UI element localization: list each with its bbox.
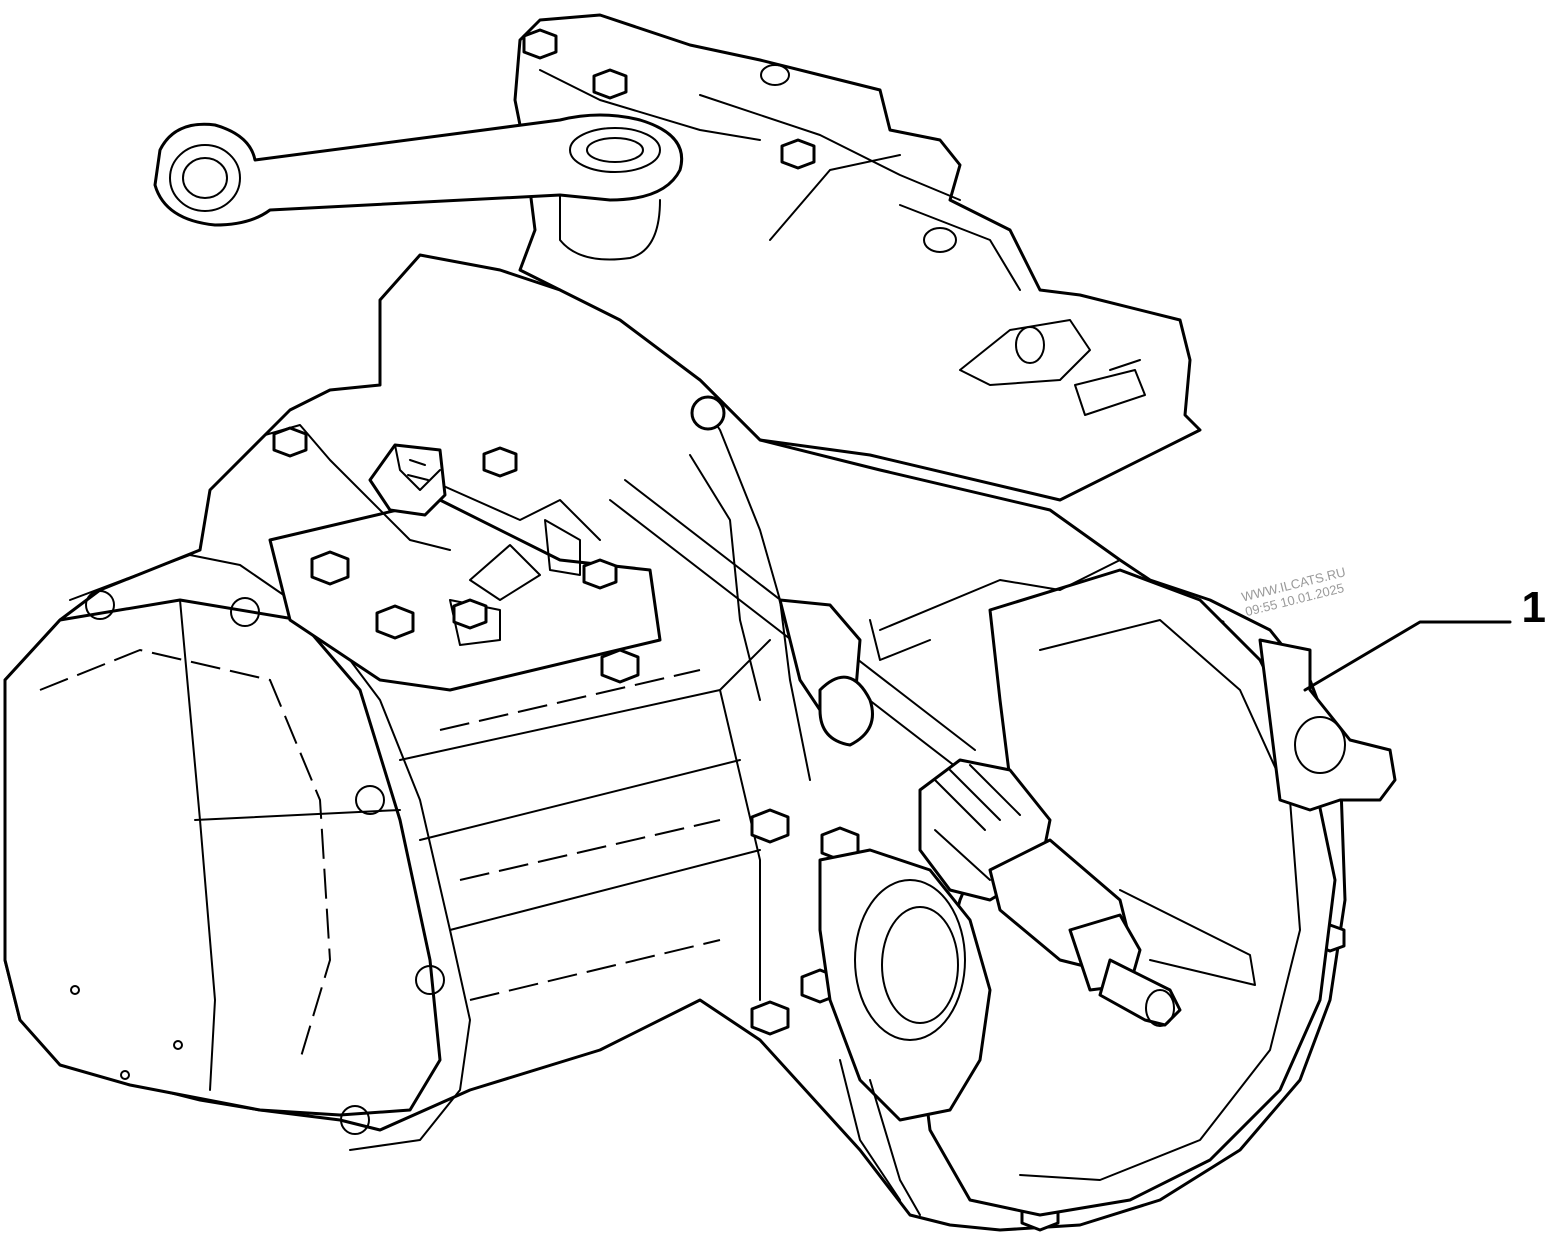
bolt	[780, 138, 816, 170]
end-cover	[3, 554, 471, 1151]
bolt	[482, 446, 518, 478]
bearing-housing	[818, 848, 992, 1216]
bolt	[600, 648, 640, 684]
bolt	[375, 604, 415, 640]
callout-leader	[1303, 620, 1512, 692]
output-flange	[869, 559, 1397, 1217]
upper-link-arm	[153, 113, 683, 261]
bolt	[452, 598, 488, 630]
bolt	[522, 28, 558, 60]
drive-shaft	[918, 758, 1182, 1027]
housing-ribs	[399, 639, 771, 1001]
shift-rod	[609, 395, 976, 781]
sensor	[368, 443, 447, 517]
bolt	[310, 550, 350, 586]
support-bracket	[513, 13, 1202, 502]
bolt	[750, 1000, 790, 1036]
bolt	[592, 68, 628, 100]
bolt	[582, 558, 618, 590]
bolt	[272, 426, 308, 458]
bolt	[750, 808, 790, 844]
callout-number: 1	[1521, 583, 1546, 632]
